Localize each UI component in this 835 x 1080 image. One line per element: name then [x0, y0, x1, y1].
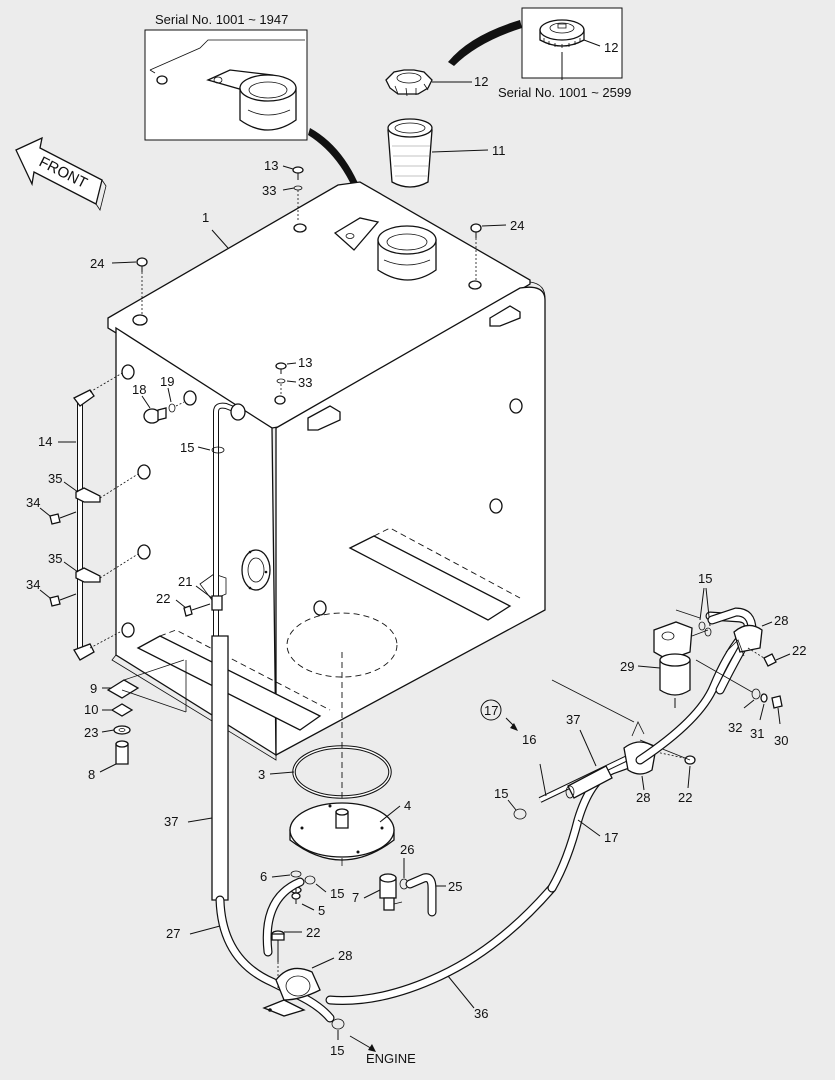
bolt-22-left — [183, 603, 211, 617]
bolt-13-mid — [275, 362, 287, 396]
gauge-flange — [241, 549, 271, 591]
part-label-35-upper: 35 — [48, 471, 62, 486]
part-label-5: 5 — [318, 903, 325, 918]
part-label-11: 11 — [492, 143, 506, 158]
inset-serial-2599: 12 Serial No. 1001 ~ 2599 — [498, 7, 631, 100]
part-label-12: 12 — [474, 74, 488, 89]
bolt-24-right — [470, 223, 482, 280]
part-label-15-bottom: 15 — [330, 1043, 344, 1058]
fuel-tank-1 — [107, 181, 546, 761]
part-label-12-inset: 12 — [604, 40, 618, 55]
part-label-33-mid: 33 — [298, 375, 312, 390]
front-direction-arrow: FRONT — [15, 136, 107, 211]
bolt-22-right — [747, 647, 777, 667]
part-label-17: 17 — [604, 830, 618, 845]
part-label-22-left: 22 — [156, 591, 170, 606]
part-label-27: 27 — [166, 926, 180, 941]
part-label-24-right: 24 — [510, 218, 524, 233]
part-label-29: 29 — [620, 659, 634, 674]
part-label-34-upper: 34 — [26, 495, 40, 510]
part-label-15-sender: 15 — [330, 886, 344, 901]
fuel-filter-29 — [653, 621, 712, 708]
engine-label: ENGINE — [366, 1051, 416, 1066]
part-label-30: 30 — [774, 733, 788, 748]
part-label-25: 25 — [448, 879, 462, 894]
part-label-35-lower: 35 — [48, 551, 62, 566]
part-label-17-circled: 17 — [484, 703, 498, 718]
drain-plug-18 — [143, 401, 185, 424]
inset-pointer-arc-2 — [448, 20, 522, 66]
part-label-26: 26 — [400, 842, 414, 857]
part-label-24-left: 24 — [90, 256, 104, 271]
part-label-28-middle: 28 — [636, 790, 650, 805]
bolt-13-top — [292, 166, 304, 222]
part-label-10: 10 — [84, 702, 98, 717]
part-label-22-right: 22 — [792, 643, 806, 658]
part-label-6: 6 — [260, 869, 267, 884]
part-label-15-filter: 15 — [698, 571, 712, 586]
bolt-24-left — [136, 257, 148, 314]
part-label-31: 31 — [750, 726, 764, 741]
part-label-36: 36 — [474, 1006, 488, 1021]
part-label-22-middle: 22 — [678, 790, 692, 805]
clamp-28-upper — [725, 624, 763, 657]
part-label-33-top: 33 — [262, 183, 276, 198]
part-label-7: 7 — [352, 890, 359, 905]
strainer-11 — [387, 118, 433, 188]
fitting-7 — [379, 873, 403, 911]
part-label-13-mid: 13 — [298, 355, 312, 370]
part-label-4: 4 — [404, 798, 411, 813]
part-label-21: 21 — [178, 574, 192, 589]
part-label-18: 18 — [132, 382, 146, 397]
part-label-34-lower: 34 — [26, 577, 40, 592]
inset-caption-2599: Serial No. 1001 ~ 2599 — [498, 85, 631, 100]
part-label-19: 19 — [160, 374, 174, 389]
clamp-28-lower — [262, 967, 321, 1017]
part-label-28-lower: 28 — [338, 948, 352, 963]
part-label-23: 23 — [84, 725, 98, 740]
part-label-22-lower: 22 — [306, 925, 320, 940]
part-label-15-pipe: 15 — [494, 786, 508, 801]
part-label-15-upper-left: 15 — [180, 440, 194, 455]
part-label-16: 16 — [522, 732, 536, 747]
part-label-37-left: 37 — [164, 814, 178, 829]
pipe-37-right — [538, 749, 642, 803]
return-pipe-37-left — [211, 402, 246, 901]
part-label-37-right: 37 — [566, 712, 580, 727]
bolt-22-lower — [271, 930, 285, 990]
inset-serial-1947: Serial No. 1001 ~ 1947 — [144, 12, 308, 141]
part-label-1: 1 — [202, 210, 209, 225]
part-label-13-top: 13 — [264, 158, 278, 173]
part-label-8: 8 — [88, 767, 95, 782]
part-label-14: 14 — [38, 434, 52, 449]
inset-caption-1947: Serial No. 1001 ~ 1947 — [155, 12, 288, 27]
level-gauge-14 — [49, 371, 139, 661]
part-label-3: 3 — [258, 767, 265, 782]
part-label-28-upper: 28 — [774, 613, 788, 628]
bolt-30-washers — [695, 659, 783, 709]
part-label-9: 9 — [90, 681, 97, 696]
cap-12 — [385, 69, 433, 97]
mount-hardware — [106, 659, 187, 765]
hose-36 — [325, 883, 557, 1005]
part-label-32: 32 — [728, 720, 742, 735]
sender-unit-4 — [289, 802, 395, 866]
